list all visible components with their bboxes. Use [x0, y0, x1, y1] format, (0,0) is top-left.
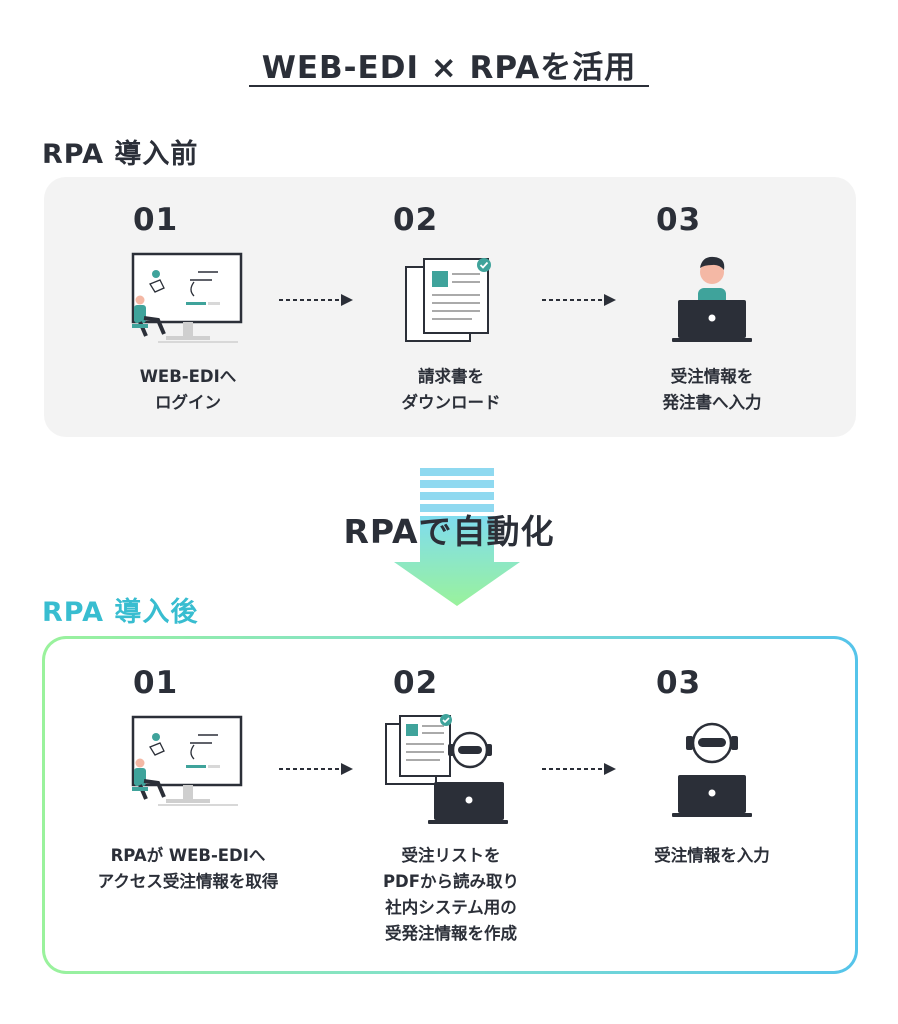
- before-section-label: RPA 導入前: [42, 139, 199, 170]
- after-step-2-number: 02: [393, 665, 439, 701]
- before-step-1-number: 01: [133, 202, 179, 238]
- after-arrow-2: [542, 763, 616, 775]
- before-step-1-caption: WEB-EDIへログイン: [139, 367, 237, 412]
- page-title: WEB-EDI × RPAを活用: [261, 50, 637, 86]
- before-step-2-number: 02: [393, 202, 439, 238]
- monitor-person-icon: [131, 252, 243, 343]
- after-arrow-1: [279, 763, 353, 775]
- person-laptop-icon: [672, 256, 752, 342]
- documents-robot-laptop-icon: [385, 714, 508, 824]
- after-step-1-number: 01: [133, 665, 179, 701]
- after-section-label: RPA 導入後: [42, 597, 199, 628]
- after-step-1-caption: RPAが WEB-EDIへアクセス受注情報を取得: [97, 846, 279, 891]
- after-step-3-number: 03: [656, 665, 702, 701]
- robot-laptop-icon: [672, 722, 752, 817]
- before-arrow-1: [279, 294, 353, 306]
- after-step-3-caption: 受注情報を入力: [654, 846, 770, 865]
- monitor-person-icon: [131, 715, 243, 806]
- big-down-arrow: [394, 468, 520, 606]
- before-step-2-caption: 請求書をダウンロード: [401, 367, 501, 412]
- before-step-3-caption: 受注情報を発注書へ入力: [662, 367, 762, 412]
- documents-icon: [405, 258, 491, 342]
- title-underline: [249, 85, 649, 87]
- before-step-3-number: 03: [656, 202, 702, 238]
- before-arrow-2: [542, 294, 616, 306]
- automation-label: RPAで自動化: [343, 512, 555, 551]
